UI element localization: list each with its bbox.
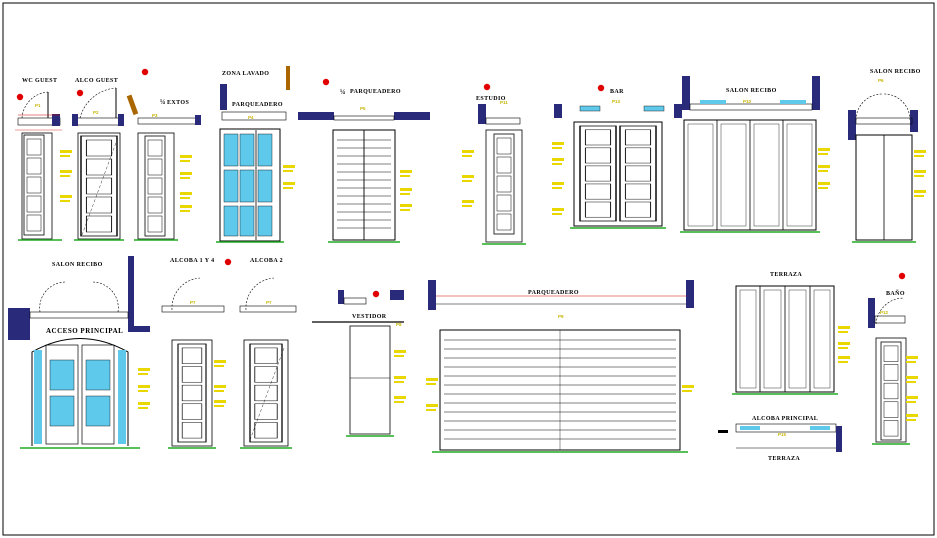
- code-p9: P9: [558, 314, 564, 319]
- marker-dot: [483, 83, 491, 91]
- door-vestidor: VESTIDOR P8: [312, 290, 406, 437]
- door-alcoba-2: ALCOBA 2 P7: [239, 258, 297, 449]
- marker-dot: [224, 258, 232, 266]
- door-salon-recibo-1: SALON RECIBO P10: [680, 76, 830, 233]
- label-frac: ¼: [160, 98, 166, 106]
- marker-dot: [597, 84, 605, 92]
- marker-dot: [898, 272, 906, 280]
- door-p3: ¼ EXTOS P3: [134, 68, 201, 241]
- code-p4: P4: [248, 115, 254, 120]
- marker-dot: [76, 89, 84, 97]
- label-frac-2: ¼: [340, 88, 346, 96]
- door-terraza: TERRAZA: [732, 272, 850, 395]
- label-parqueadero-top: PARQUEADERO: [232, 102, 283, 108]
- label-wc-guest: WC GUEST: [22, 78, 57, 84]
- label-acceso-principal: ACCESO PRINCIPAL: [46, 327, 123, 335]
- door-alcoba-1y4: ALCOBA 1 Y 4 P7: [161, 258, 232, 449]
- code-p5: P5: [360, 106, 366, 111]
- code-p7b: P7: [266, 300, 272, 305]
- label-estudio: ESTUDIO: [476, 96, 506, 102]
- label-bano: BAÑO: [886, 289, 905, 297]
- code-p13: P13: [612, 99, 621, 104]
- label-terraza-2: TERRAZA: [768, 456, 800, 462]
- code-p2: P2: [93, 110, 99, 115]
- door-bano: BAÑO P12: [868, 272, 918, 445]
- label-vestidor: VESTIDOR: [352, 314, 387, 320]
- code-p8: P8: [396, 322, 402, 327]
- code-p3: P3: [152, 113, 158, 118]
- garage-slats: [444, 330, 676, 450]
- door-bar: BAR P13: [552, 84, 682, 229]
- louvers: [337, 130, 391, 240]
- door-parqueadero-p5: ¼ PARQUEADERO P5: [298, 78, 430, 243]
- label-terraza-1: TERRAZA: [770, 272, 802, 278]
- label-alcoba-2: ALCOBA 2: [250, 258, 283, 264]
- glass-panes: [223, 133, 273, 237]
- label-extos: EXTOS: [167, 100, 189, 106]
- door-salon-recibo-2: SALON RECIBO P6: [848, 69, 926, 243]
- code-p1: P1: [35, 103, 41, 108]
- code-p7a: P7: [190, 300, 196, 305]
- label-alco-guest: ALCO GUEST: [75, 78, 118, 84]
- door-acceso-principal: SALON RECIBO ACCESO PRINCIPAL: [8, 256, 150, 449]
- label-alcoba-principal: ALCOBA PRINCIPAL: [752, 416, 818, 422]
- label-salon-recibo-2: SALON RECIBO: [870, 69, 921, 75]
- label-alcoba-1y4: ALCOBA 1 Y 4: [170, 258, 215, 264]
- plan-alcoba-principal: ALCOBA PRINCIPAL P15 TERRAZA: [718, 416, 842, 462]
- label-salon-recibo-3: SALON RECIBO: [52, 262, 103, 268]
- label-zona-lavado: ZONA LAVADO: [222, 71, 269, 77]
- code-p11: P11: [500, 100, 508, 105]
- door-zona-lavado: ZONA LAVADO PARQUEADERO P4: [216, 66, 295, 243]
- marker-dot: [141, 68, 149, 76]
- code-p15: P15: [778, 432, 787, 437]
- marker-dot: [322, 78, 330, 86]
- label-parqueadero-small: PARQUEADERO: [350, 89, 401, 95]
- door-alco-guest: ALCO GUEST P2: [72, 78, 139, 241]
- marker-dot: [16, 93, 24, 101]
- door-parqueadero-garage: PARQUEADERO P9: [426, 280, 694, 453]
- door-estudio: ESTUDIO P11: [462, 83, 526, 245]
- label-bar: BAR: [610, 89, 624, 95]
- label-parqueadero-big: PARQUEADERO: [528, 290, 579, 296]
- code-p10: P10: [743, 99, 752, 104]
- code-p6: P6: [878, 78, 884, 83]
- marker-dot: [372, 290, 380, 298]
- door-wc-guest: WC GUEST P1: [15, 78, 72, 241]
- code-p12: P12: [880, 310, 889, 315]
- label-salon-recibo-1: SALON RECIBO: [726, 88, 777, 94]
